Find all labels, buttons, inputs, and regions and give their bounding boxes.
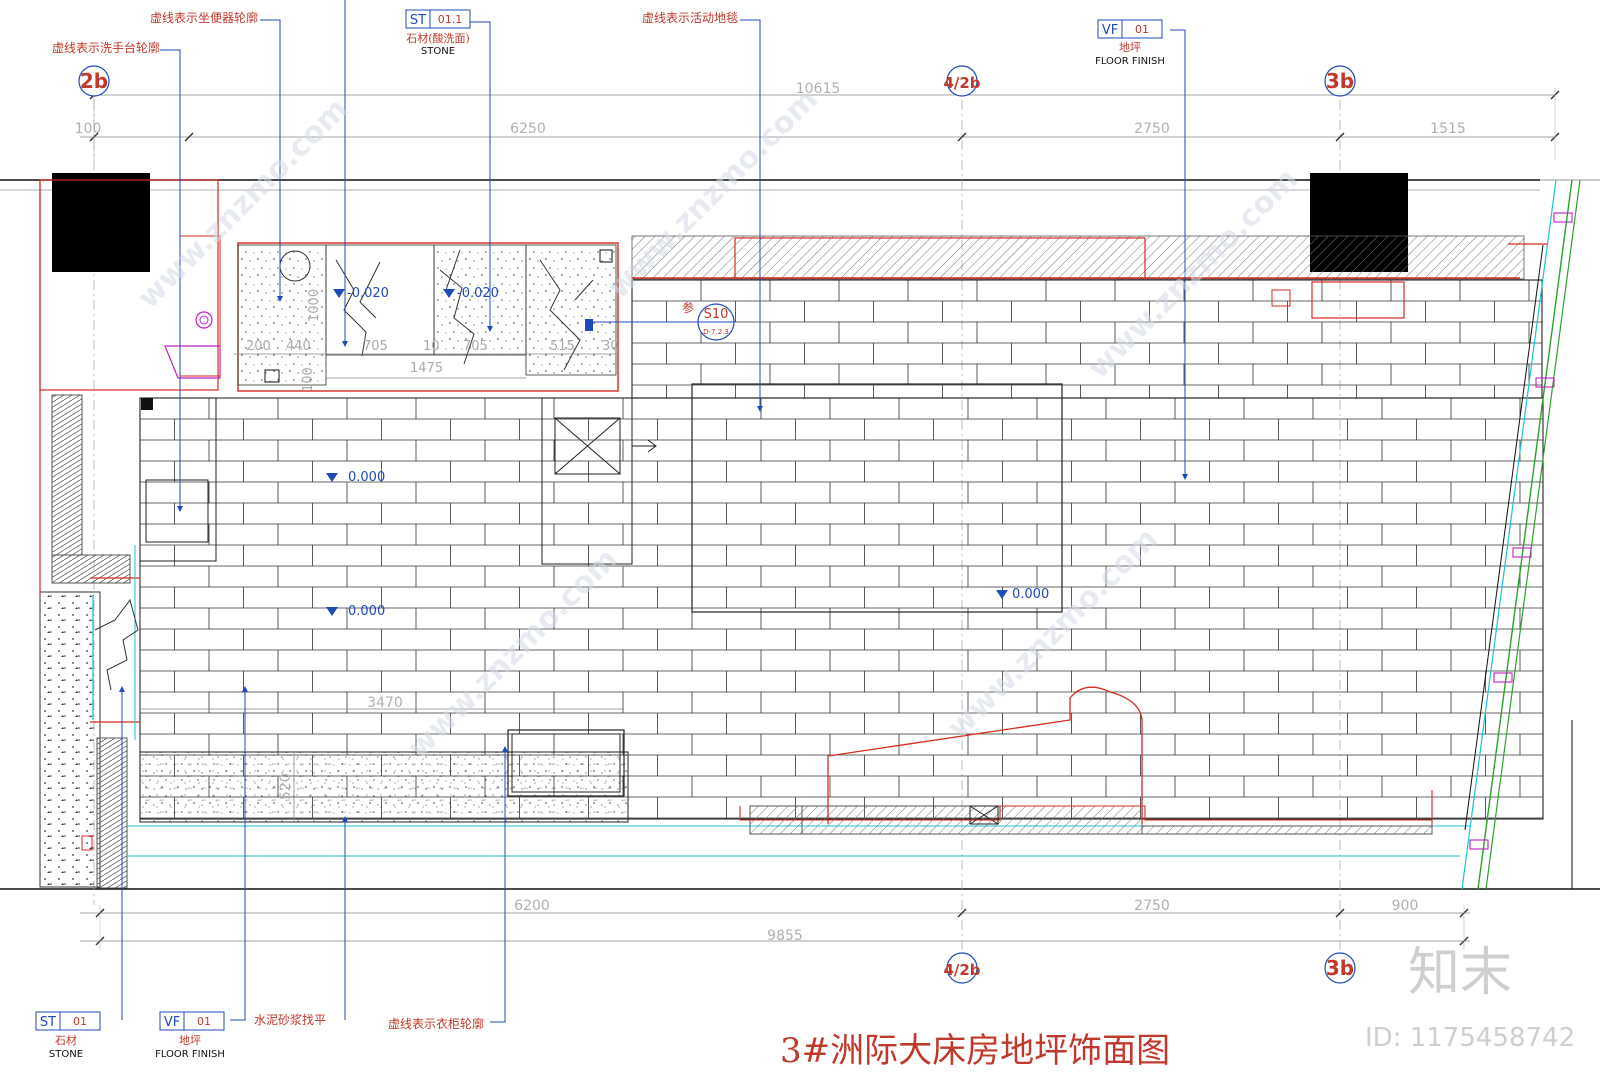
dim-bath-1: 200 [246, 339, 271, 354]
dim-bath-7: 30 [602, 339, 619, 354]
glass-facade [1461, 179, 1581, 890]
note-wardrobe-outline: 虚线表示衣柜轮廓 [388, 1016, 484, 1031]
left-wall [39, 180, 217, 889]
note-carpet: 虚线表示活动地毯 [642, 11, 738, 25]
dim-closet-length: 3470 [367, 695, 403, 711]
material-tag-st-bottom: ST 01 石材 STONE [35, 1011, 101, 1060]
tag-en: STONE [421, 46, 455, 57]
dim-top-seg-2: 6250 [510, 121, 546, 137]
dim-top-seg-3: 2750 [1134, 121, 1170, 137]
building-outline [0, 179, 1600, 890]
material-tag-vf-bottom: VF 01 地坪 FLOOR FINISH [155, 1011, 225, 1060]
leader-lines [119, 0, 1188, 1023]
dim-bath-total: 1475 [410, 361, 443, 376]
detail-sheet: D-7.2.3 [703, 328, 729, 336]
dim-bottom-seg-2: 2750 [1134, 898, 1170, 914]
dim-bath-vert-1: 1000 [307, 289, 322, 322]
tag-code: VF [164, 1015, 180, 1030]
bottom-wall [128, 686, 1470, 857]
dim-bottom-seg-1: 6200 [514, 898, 550, 914]
watermark-logo: 知末 [1408, 943, 1512, 1003]
note-toilet-outline: 虚线表示坐便器轮廓 [150, 10, 258, 25]
watermark-site: www.znzmo.com [401, 542, 625, 766]
column-left [52, 173, 150, 272]
level-markers: -0.020 -0.020 0.000 0.000 0.000 [326, 286, 1049, 619]
material-tag-vf-top: VF 01 地坪 FLOOR FINISH [1095, 19, 1165, 67]
watermark-site: www.znzmo.com [941, 522, 1165, 746]
dim-top-overall: 10615 [796, 81, 841, 97]
grid-axis-4-2b-top: 4/2b [943, 74, 980, 92]
wardrobe: 3470 520 [139, 695, 629, 823]
grid-axis-3b-top: 3b [1326, 69, 1354, 93]
dim-bath-6: 515 [550, 339, 575, 354]
grid-axis-2b: 2b [80, 69, 108, 93]
dim-bottom-overall: 9855 [767, 928, 803, 944]
tag-num: 01.1 [438, 13, 463, 26]
dim-top-seg-4: 1515 [1430, 121, 1466, 137]
top-wall-band [631, 235, 1548, 319]
detail-reference: 参 S10 D-7.2.3 [682, 300, 735, 341]
note-basin-outline: 虚线表示洗手台轮廓 [52, 40, 160, 55]
tag-cn: 地坪 [1119, 41, 1141, 54]
tag-code: ST [40, 1015, 56, 1030]
tag-num: 01 [73, 1015, 87, 1028]
watermark-id: ID: 1175458742 [1365, 1023, 1575, 1053]
level-floor-1: 0.000 [348, 470, 385, 485]
dim-top-seg-1: 100 [75, 121, 102, 137]
tag-cn: 地坪 [179, 1034, 201, 1047]
tag-num: 01 [197, 1015, 211, 1028]
tag-en: FLOOR FINISH [1095, 56, 1165, 67]
tag-cn: 石材 [55, 1033, 77, 1047]
drawing-title: 3#洲际大床房地坪饰面图 [780, 1031, 1170, 1071]
material-tag-st-acid: ST 01.1 石材(酸洗面) STONE [405, 9, 471, 57]
tag-en: FLOOR FINISH [155, 1049, 225, 1060]
carpet-outline [691, 383, 1063, 613]
dim-bath-2: 440 [286, 339, 311, 354]
tag-code: ST [410, 13, 426, 28]
tag-en: STONE [49, 1049, 83, 1060]
level-floor-3: 0.000 [1012, 587, 1049, 602]
bathroom: 200 440 705 10 705 515 30 1475 1000 100 [39, 179, 657, 565]
detail-code: S10 [704, 307, 729, 322]
dim-bath-3: 705 [363, 339, 388, 354]
grid-axis-3b-bottom: 3b [1326, 956, 1354, 980]
annotations: 虚线表示坐便器轮廓 虚线表示洗手台轮廓 虚线表示活动地毯 虚线表示衣柜轮廓 水泥… [52, 10, 738, 1031]
detail-prefix: 参 [682, 300, 694, 315]
dim-bottom-seg-3: 900 [1392, 898, 1419, 914]
dim-bath-5: 705 [463, 339, 488, 354]
dim-bath-vert-2: 100 [301, 367, 316, 392]
tag-code: VF [1102, 23, 1118, 38]
level-bath-2: -0.020 [457, 286, 499, 301]
note-cement-mortar: 水泥砂浆找平 [254, 1012, 326, 1027]
level-bath-1: -0.020 [347, 286, 389, 301]
level-floor-2: 0.000 [348, 604, 385, 619]
tag-num: 01 [1135, 23, 1149, 36]
grid-axis-4-2b-bottom: 4/2b [943, 961, 980, 979]
tag-cn: 石材(酸洗面) [406, 31, 470, 45]
tile-floor [139, 279, 1544, 820]
dim-closet-depth: 520 [278, 773, 294, 800]
dim-bath-4: 10 [423, 339, 440, 354]
